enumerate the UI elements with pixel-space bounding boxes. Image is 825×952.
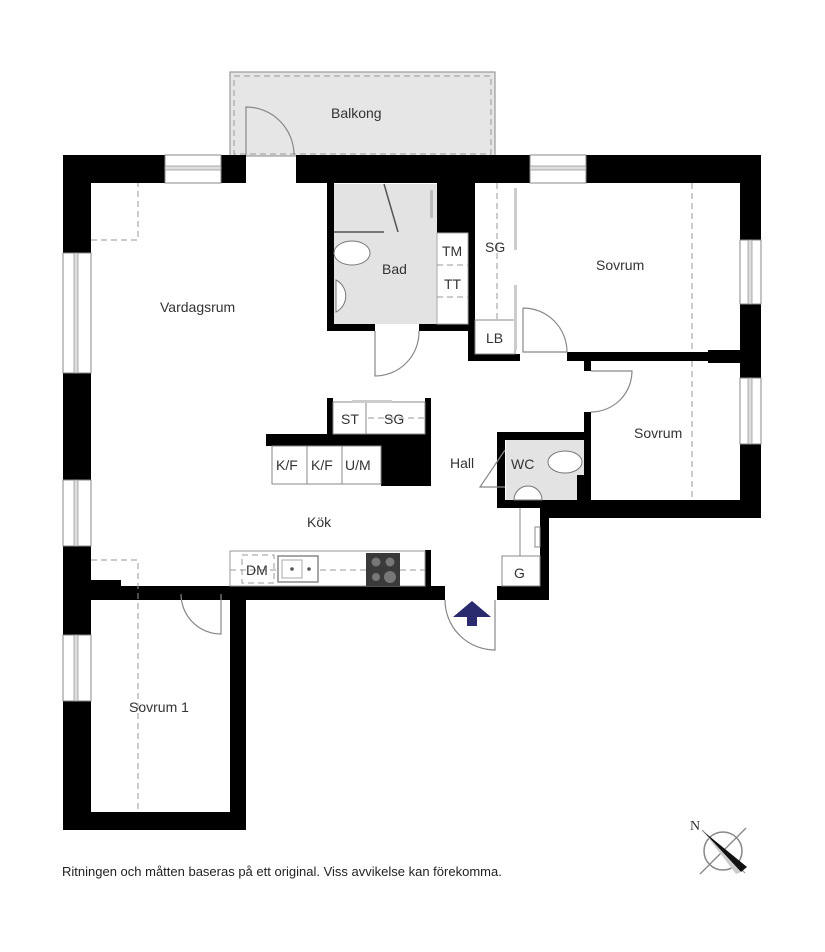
balcony-door[interactable]	[245, 106, 295, 156]
room-label-balkong: Balkong	[331, 105, 382, 121]
room-label-bad: Bad	[382, 261, 407, 277]
fixture-label-sg-bedroom: SG	[485, 239, 505, 255]
bedroom-top-fixtures	[474, 188, 568, 355]
balcony	[229, 71, 496, 157]
sink-icon	[335, 279, 347, 313]
fixture-label-tm: TM	[442, 243, 462, 259]
toilet-icon	[333, 240, 371, 266]
fixture-label-kf1: K/F	[276, 457, 298, 473]
compass-north-label: N	[690, 819, 700, 834]
room-label-sovrum-mid: Sovrum	[634, 425, 682, 441]
stove-icon	[366, 553, 400, 586]
fixture-label-tt: TT	[444, 276, 462, 292]
room-label-sovrum-1: Sovrum 1	[129, 699, 189, 715]
fixture-label-um: U/M	[345, 457, 371, 473]
bedroom-1-door[interactable]	[180, 593, 222, 635]
compass-icon: N	[690, 819, 747, 875]
room-label-kok: Kök	[307, 514, 332, 530]
toilet-icon	[547, 450, 583, 474]
fixture-label-sg-hall: SG	[384, 411, 404, 427]
kitchen-counter	[229, 550, 426, 587]
fixture-label-st: ST	[341, 411, 359, 427]
entrance-arrow-icon	[453, 601, 491, 626]
fixture-label-lb: LB	[486, 330, 503, 346]
room-label-vardagsrum: Vardagsrum	[160, 299, 235, 315]
hall-storage	[332, 400, 426, 435]
bedroom-mid-door[interactable]	[590, 370, 633, 413]
kitchen-tall-units	[271, 445, 382, 485]
entrance-door[interactable]	[444, 599, 496, 651]
wc-fixtures	[478, 449, 583, 501]
room-label-hall: Hall	[450, 455, 474, 471]
fixture-label-g: G	[514, 565, 525, 581]
g-cabinet	[501, 508, 541, 587]
fixture-label-kf2: K/F	[311, 457, 333, 473]
disclaimer-text: Ritningen och måtten baseras på ett orig…	[62, 864, 502, 879]
room-label-wc: WC	[511, 456, 534, 472]
fixture-label-dm: DM	[246, 562, 268, 578]
windows	[62, 154, 762, 702]
sink-icon	[513, 485, 543, 501]
bathroom-fixtures	[333, 183, 469, 377]
room-label-sovrum-top: Sovrum	[596, 257, 644, 273]
